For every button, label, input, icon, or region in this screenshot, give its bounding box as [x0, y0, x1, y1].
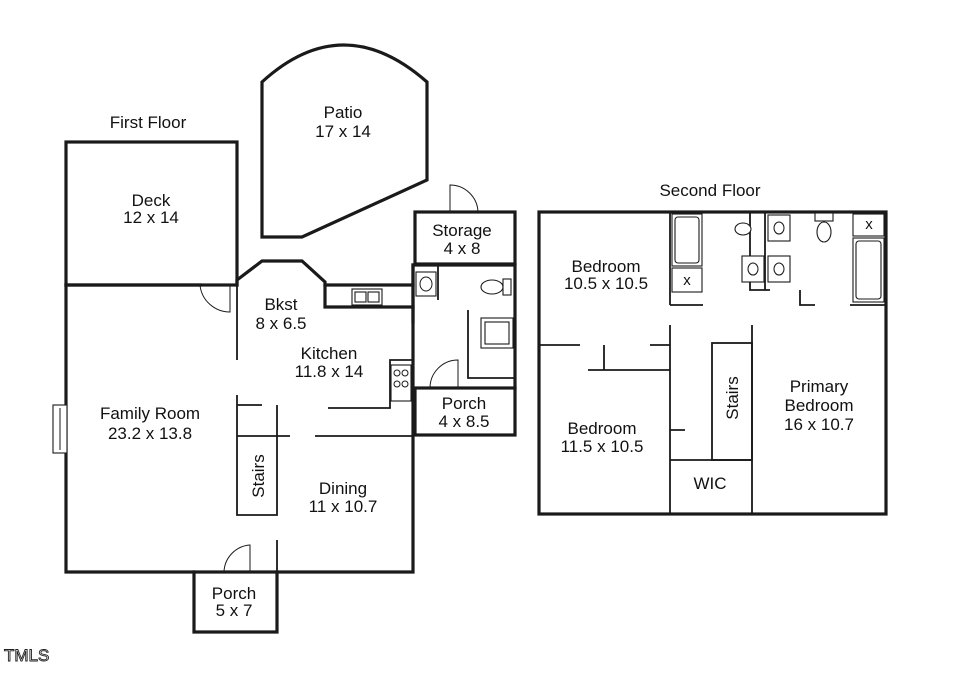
bkst-size: 8 x 6.5: [255, 314, 306, 333]
side-porch-door-swing: [429, 359, 459, 389]
bedroom-lower-name: Bedroom: [568, 419, 637, 438]
second-floor-title: Second Floor: [659, 181, 760, 200]
deck-size: 12 x 14: [123, 208, 179, 227]
utility-block-walls: [411, 263, 517, 390]
front-porch-name: Porch: [212, 584, 256, 603]
front-porch-door-swing: [223, 544, 251, 573]
kitchen-size: 11.8 x 14: [295, 362, 364, 381]
closet-x-box-2: [852, 213, 885, 237]
toilet-icon: [480, 279, 504, 295]
primary-bedroom-name-2: Bedroom: [785, 396, 854, 415]
bkst-bay-wall: [235, 259, 415, 309]
bedroom-upper-name: Bedroom: [572, 257, 641, 276]
vanity-sink-icon: [767, 214, 791, 242]
toilet-icon-3: [816, 221, 832, 243]
kitchen-name: Kitchen: [301, 344, 358, 363]
bedroom-upper-size: 10.5 x 10.5: [564, 274, 648, 293]
vanity-sink-icon-2: [741, 255, 765, 283]
bedroom-divider-wall: [539, 344, 752, 461]
vanity-sink-icon-3: [767, 255, 791, 283]
family-room-name: Family Room: [100, 404, 200, 423]
primary-bedroom-size: 16 x 10.7: [784, 415, 854, 434]
storage-name: Storage: [432, 221, 492, 240]
second-floor-outline: [537, 210, 888, 516]
wic-label: WIC: [693, 474, 726, 493]
front-porch-size: 5 x 7: [216, 601, 253, 620]
patio-outline: [260, 43, 429, 239]
deck-name: Deck: [132, 191, 171, 210]
kitchen-sink-basin-icon: [354, 291, 367, 303]
storage-door-swing: [449, 184, 479, 213]
stairs-second-box: [711, 342, 753, 461]
dining-size: 11 x 10.7: [309, 497, 378, 516]
stove-icon: [390, 364, 412, 402]
kitchen-counter-wall: [315, 359, 413, 437]
closet-x-box-1: [671, 267, 703, 293]
closet-x-mark-1: x: [683, 272, 691, 289]
side-porch-outline: [413, 386, 517, 437]
deck-door-swing: [199, 284, 231, 313]
patio-name: Patio: [324, 103, 363, 122]
family-room-size: 23.2 x 13.8: [108, 424, 192, 443]
primary-bedroom-name-1: Primary: [790, 377, 849, 396]
first-floor: [52, 43, 517, 634]
bkst-name: Bkst: [264, 295, 297, 314]
stairs-second-label: Stairs: [723, 376, 742, 419]
utility-inner-wall: [437, 265, 515, 379]
utility-sink-icon: [415, 271, 437, 297]
upper-bath-walls: [669, 212, 886, 515]
patio-size: 17 x 14: [315, 122, 371, 141]
front-porch-outline: [192, 570, 279, 634]
toilet-tank-icon: [814, 212, 834, 222]
bedroom-lower-size: 11.5 x 10.5: [561, 437, 644, 456]
first-floor-title: First Floor: [110, 113, 187, 132]
kitchen-sink-basin-2-icon: [367, 291, 380, 303]
closet-x-mark-2: x: [865, 216, 873, 233]
toilet-icon-2: [734, 222, 752, 236]
side-porch-size: 4 x 8.5: [438, 412, 489, 431]
tmls-watermark: TMLS: [4, 646, 49, 665]
dining-name: Dining: [319, 479, 367, 498]
stairs-first-walls: [236, 395, 290, 516]
stairs-first-label: Stairs: [249, 454, 268, 497]
side-porch-name: Porch: [442, 394, 486, 413]
storage-size: 4 x 8: [444, 239, 481, 258]
second-floor: [537, 210, 888, 516]
